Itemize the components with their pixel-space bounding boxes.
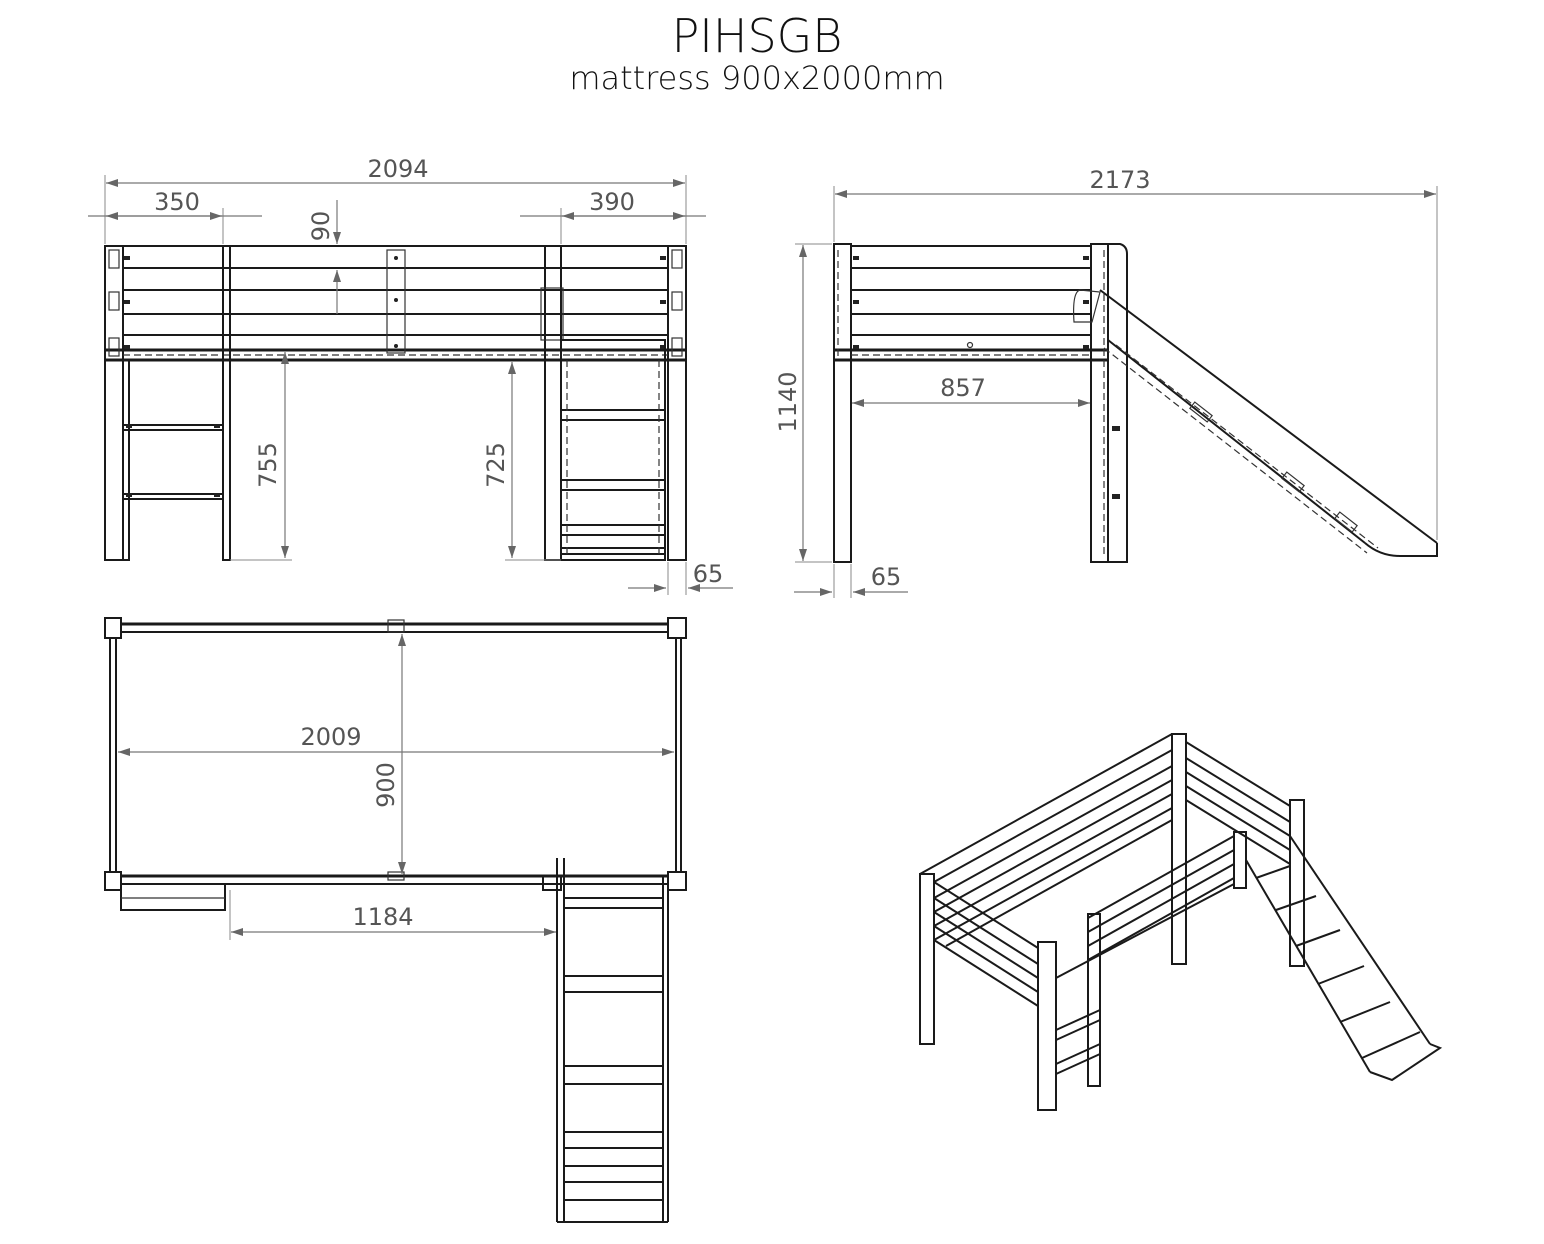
isometric-slide [1245,835,1443,1082]
side-slide [1099,289,1438,557]
isometric-view [919,733,1443,1111]
dim-rail-height: 90 [307,211,335,242]
dim-total-height: 1140 [774,371,802,432]
dim-inner-width: 857 [940,374,986,402]
dim-side-post-thickness: 65 [871,563,902,591]
side-center-post [1090,243,1109,563]
dim-overall-width: 2094 [367,155,428,183]
front-brackets [108,249,683,357]
dim-overall-length: 2173 [1089,166,1150,194]
front-right-slide [540,245,666,561]
front-view: 2094 350 390 90 755 725 [88,155,733,595]
dim-left-clearance: 755 [254,442,282,488]
side-dimensions: 2173 1140 857 65 [774,166,1438,598]
dim-right-clearance: 725 [482,442,510,488]
side-slide-post [1108,243,1128,563]
top-dimensions: 2009 900 1184 [118,634,674,940]
dim-front-post-thickness: 65 [693,560,724,588]
dim-slide-offset: 1184 [352,903,413,931]
side-view: 2173 1140 857 65 [774,166,1438,598]
dim-left-ladder-offset: 350 [154,188,200,216]
side-left-post [833,243,852,563]
front-right-post [667,245,687,561]
top-view: 2009 900 1184 [104,617,687,1223]
front-left-ladder [122,245,231,561]
dim-right-ladder-offset: 390 [589,188,635,216]
drawing-subtitle: mattress 900x2000mm [569,59,944,97]
dim-inner-length: 2009 [300,723,361,751]
dim-mattress-width: 900 [372,762,400,808]
front-left-post [104,245,124,561]
front-dimensions: 2094 350 390 90 755 725 [88,155,733,595]
drawing-title: PIHSGB [672,9,843,63]
top-slide [542,858,669,1223]
front-center-plate [386,249,406,354]
top-left-ladder [120,883,226,911]
